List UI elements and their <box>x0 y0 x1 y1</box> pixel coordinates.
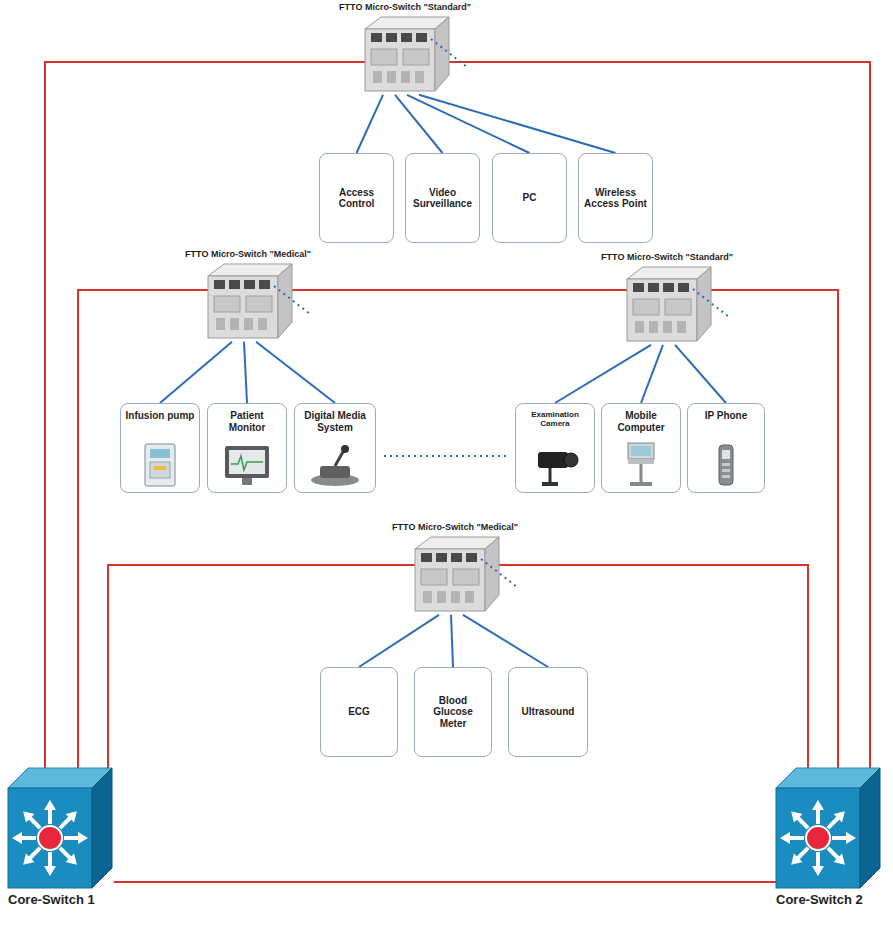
switch-label: FTTO Micro-Switch "Standard" <box>587 252 747 263</box>
device-box: Wireless Access Point <box>578 153 653 243</box>
copper-link <box>407 95 530 153</box>
fiber-link <box>78 290 168 768</box>
device-label: Digital Media System <box>299 410 371 433</box>
micro-switch: FTTO Micro-Switch "Standard" <box>325 2 485 95</box>
core-switch: Core-Switch 1 <box>8 768 114 908</box>
fiber-link <box>45 62 325 768</box>
fiber-link <box>328 289 587 291</box>
device-label: Infusion pump <box>126 410 195 422</box>
device-box: Video Surveillance <box>405 153 480 243</box>
switch-label: FTTO Micro-Switch "Medical" <box>168 249 328 260</box>
device-label: IP Phone <box>705 410 748 422</box>
copper-link <box>160 342 232 403</box>
device-icon <box>691 442 761 488</box>
device-label: Ultrasound <box>522 706 575 718</box>
micro-switch: FTTO Micro-Switch "Medical" <box>375 522 535 615</box>
micro-switch: FTTO Micro-Switch "Standard" <box>587 252 747 345</box>
switch-icon <box>619 265 715 345</box>
ellipsis-dots <box>384 455 506 457</box>
device-label: Mobile Computer <box>606 410 676 433</box>
device-box: Ultrasound <box>508 667 588 757</box>
copper-link <box>256 342 335 403</box>
switch-label: FTTO Micro-Switch "Standard" <box>325 2 485 13</box>
copper-link <box>359 615 439 667</box>
device-label: Examination Camera <box>520 410 590 428</box>
device-icon <box>300 442 370 488</box>
copper-link <box>463 615 548 667</box>
switch-icon <box>407 535 503 615</box>
device-icon <box>606 442 676 488</box>
copper-link <box>555 345 651 403</box>
device-box: Access Control <box>319 153 394 243</box>
device-icon <box>125 442 195 488</box>
device-box: PC <box>492 153 567 243</box>
device-label: Video Surveillance <box>410 187 475 210</box>
device-label: Access Control <box>324 187 389 210</box>
device-icon <box>520 442 590 488</box>
device-label: Blood Glucose Meter <box>419 695 487 730</box>
core-switch: Core-Switch 2 <box>776 768 888 908</box>
device-box: Blood Glucose Meter <box>414 667 492 757</box>
copper-link <box>641 345 663 403</box>
fiber-link <box>747 290 838 768</box>
micro-switch: FTTO Micro-Switch "Medical" <box>168 249 328 342</box>
device-box: IP Phone <box>687 403 765 493</box>
device-label: Wireless Access Point <box>583 187 648 210</box>
switch-icon <box>200 262 296 342</box>
switch-label: FTTO Micro-Switch "Medical" <box>375 522 535 533</box>
core-label: Core-Switch 2 <box>776 892 888 908</box>
copper-link <box>244 342 247 403</box>
device-box: Digital Media System <box>294 403 376 493</box>
device-box: ECG <box>320 667 398 757</box>
copper-link <box>451 615 453 667</box>
device-box: Patient Monitor <box>207 403 287 493</box>
copper-link <box>419 95 616 153</box>
core-switch-icon <box>776 768 880 890</box>
device-label: ECG <box>348 706 370 718</box>
core-switch-icon <box>8 768 112 890</box>
device-box: Examination Camera <box>515 403 595 493</box>
device-label: PC <box>523 192 537 204</box>
device-box: Mobile Computer <box>601 403 681 493</box>
fiber-link <box>485 62 870 768</box>
switch-icon <box>357 15 453 95</box>
device-icon <box>212 442 282 488</box>
copper-link <box>357 95 384 153</box>
device-label: Patient Monitor <box>212 410 282 433</box>
copper-link <box>395 95 443 153</box>
copper-link <box>675 345 726 403</box>
core-label: Core-Switch 1 <box>8 892 114 908</box>
device-box: Infusion pump <box>120 403 200 493</box>
fiber-link <box>114 881 776 883</box>
